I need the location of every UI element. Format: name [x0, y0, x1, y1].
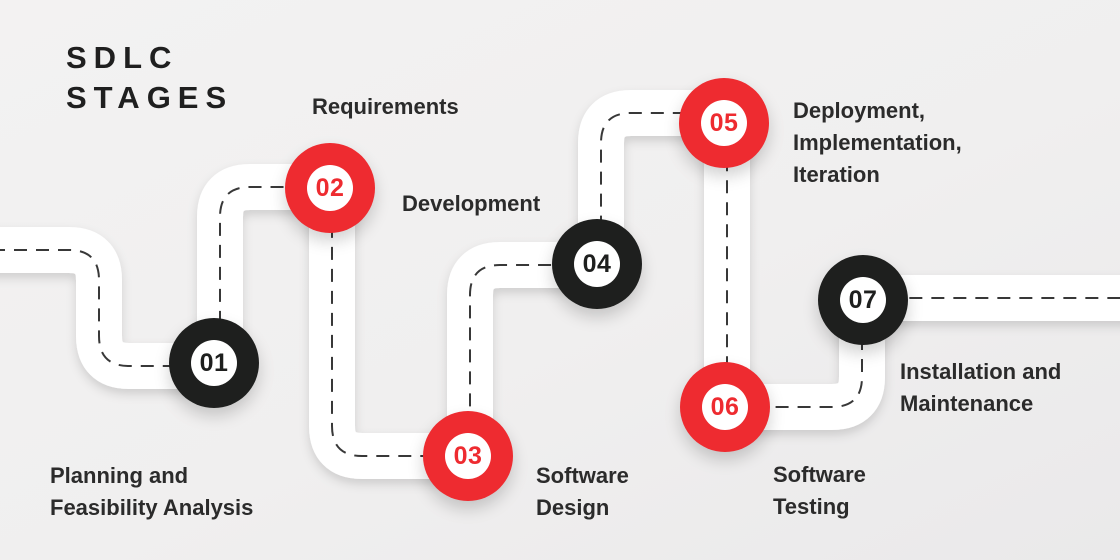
stage-node-03: 03: [423, 411, 513, 501]
stage-label-deployment-implementation-iteration: Deployment, Implementation, Iteration: [793, 98, 962, 187]
stage-number-03: 03: [453, 441, 483, 470]
stage-node-05-badge: 05: [701, 100, 747, 146]
stage-node-06-badge: 06: [702, 384, 748, 430]
stage-node-06: 06: [680, 362, 770, 452]
stage-number-07: 07: [848, 285, 878, 314]
stage-number-06: 06: [710, 392, 740, 421]
stage-label-requirements: Requirements: [312, 94, 459, 119]
stage-number-02: 02: [315, 173, 345, 202]
stage-number-04: 04: [582, 249, 612, 278]
stage-label-installation-maintenance: Installation and Maintenance: [900, 359, 1062, 416]
stage-node-01-badge: 01: [191, 340, 237, 386]
stage-node-04: 04: [552, 219, 642, 309]
stage-node-02-badge: 02: [307, 165, 353, 211]
stage-node-05: 05: [679, 78, 769, 168]
stage-node-03-badge: 03: [445, 433, 491, 479]
stage-node-07-badge: 07: [840, 277, 886, 323]
stage-number-05: 05: [709, 108, 739, 137]
stage-label-development: Development: [402, 191, 541, 216]
stage-node-04-badge: 04: [574, 241, 620, 287]
page-title: SDLC STAGES: [66, 40, 234, 115]
stage-number-01: 01: [199, 348, 229, 377]
stage-label-software-testing: Software Testing: [773, 462, 866, 519]
stage-node-01: 01: [169, 318, 259, 408]
stage-node-02: 02: [285, 143, 375, 233]
stage-node-07: 07: [818, 255, 908, 345]
stage-label-planning-feasibility: Planning and Feasibility Analysis: [50, 463, 254, 520]
stage-label-software-design: Software Design: [536, 463, 629, 520]
